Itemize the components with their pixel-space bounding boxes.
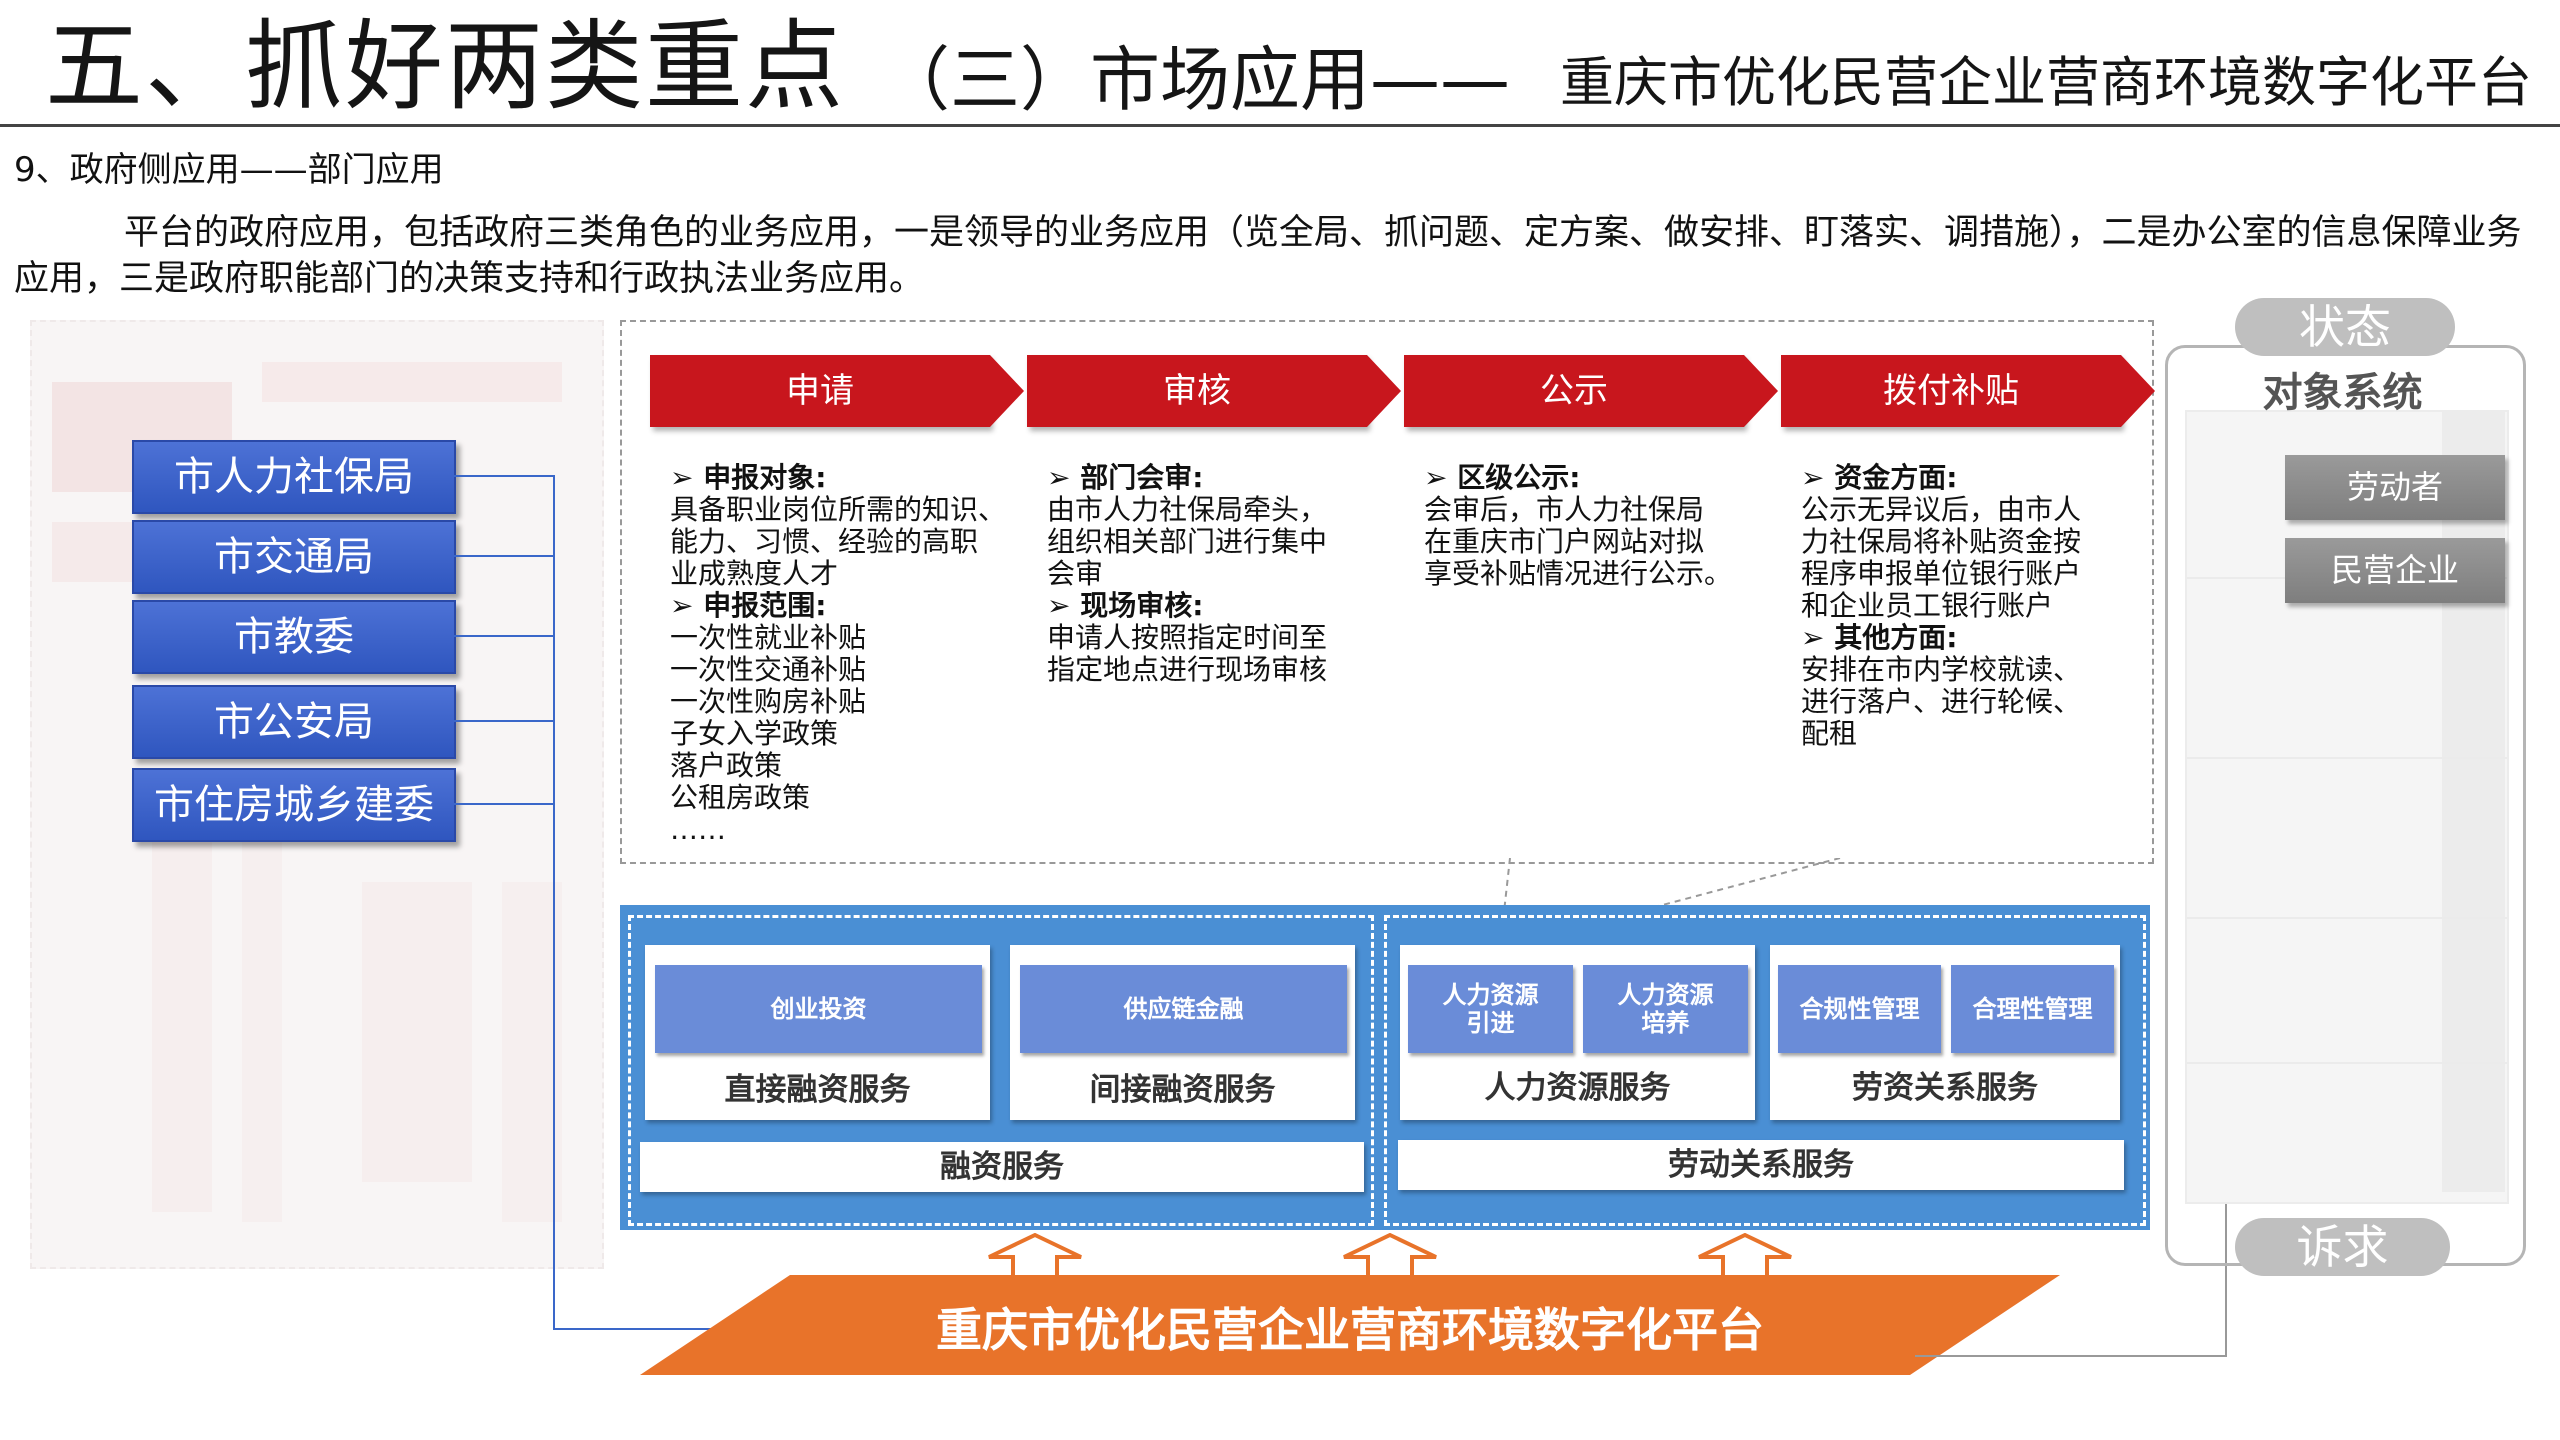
stage-detail-line: 子女入学政策 [670,717,839,750]
stage-apply: 申请 [650,355,1024,427]
stage-detail-line: 一次性就业补贴 [670,621,867,654]
private-enterprise-button[interactable]: 民营企业 [2285,538,2505,603]
stage-detail-line: 公租房政策 [670,781,811,814]
stage-detail-line: 一次性交通补贴 [670,653,867,686]
labor-services-panel [1384,915,2146,1226]
stage-detail-line: 指定地点进行现场审核 [1047,653,1328,686]
section-heading: 9、政府侧应用——部门应用 [14,150,444,190]
stage-detail-line: 业成熟度人才 [670,557,839,590]
stage-review-details: ➢ 部门会审:由市人力社保局牵头，组织相关部门进行集中会审➢ 现场审核:申请人按… [1047,462,1327,686]
page-title: 五、抓好两类重点 [45,10,846,124]
hr-training-tile[interactable]: 人力资源 培养 [1583,965,1748,1053]
connector-line [454,635,554,637]
stage-detail-line: 安排在市内学校就读、 [1801,653,2082,686]
dept-button-education[interactable]: 市教委 [132,600,456,674]
labor-relations-band: 劳动关系服务 [1398,1140,2124,1190]
stage-detail-heading: ➢ 区级公示: [1424,461,1581,494]
stage-detail-line: 落户政策 [670,749,783,782]
appeal-pill: 诉求 [2235,1218,2450,1276]
object-system-title: 对象系统 [2262,370,2423,416]
stage-detail-heading: ➢ 申报范围: [670,589,827,622]
up-arrow-icon [1698,1233,1792,1279]
stage-detail-line: …… [670,813,726,846]
stage-detail-line: 会审后，市人力社保局 [1424,493,1705,526]
dept-button-housing-construction[interactable]: 市住房城乡建委 [132,768,456,842]
financing-services-band: 融资服务 [640,1142,1364,1192]
stage-detail-heading: ➢ 申报对象: [670,461,827,494]
up-arrow-icon [1343,1233,1437,1279]
stage-apply-details: ➢ 申报对象:具备职业岗位所需的知识、能力、习惯、经验的高职业成熟度人才➢ 申报… [670,462,1006,846]
stage-detail-line: 和企业员工银行账户 [1801,589,2054,622]
platform-banner [640,1275,2060,1375]
connector-line [553,1328,768,1330]
platform-banner-label: 重庆市优化民营企业营商环境数字化平台 [936,1303,1764,1357]
stage-review: 审核 [1027,355,1401,427]
stage-detail-line: 享受补贴情况进行公示。 [1424,557,1733,590]
stage-detail-line: 申请人按照指定时间至 [1047,621,1328,654]
stage-detail-line: 由市人力社保局牵头， [1047,493,1328,526]
stage-detail-line: 能力、习惯、经验的高职 [670,525,979,558]
stage-detail-heading: ➢ 现场审核: [1047,589,1204,622]
connector-line [454,720,554,722]
object-system-faded-content [2185,410,2509,1204]
connector-line [553,475,555,1330]
worker-button[interactable]: 劳动者 [2285,455,2505,520]
title-divider [0,124,2560,127]
dept-button-public-security[interactable]: 市公安局 [132,685,456,759]
stage-publicize: 公示 [1404,355,1778,427]
stage-detail-line: 配租 [1801,717,1858,750]
hr-introduction-tile[interactable]: 人力资源 引进 [1408,965,1573,1053]
platform-title: 重庆市优化民营企业营商环境数字化平台 [1560,51,2532,114]
stage-detail-line: 进行落户、进行轮候、 [1801,685,2082,718]
stage-detail-line: 程序申报单位银行账户 [1801,557,2082,590]
stage-publicize-details: ➢ 区级公示:会审后，市人力社保局在重庆市门户网站对拟享受补贴情况进行公示。 [1424,462,1732,590]
compliance-management-tile[interactable]: 合规性管理 [1778,965,1941,1053]
labor-relations-label: 劳资关系服务 [1852,1070,2038,1106]
stage-detail-line: 公示无异议后，由市人 [1801,493,2082,526]
connector-line [454,803,554,805]
rationality-management-tile[interactable]: 合理性管理 [1951,965,2114,1053]
hr-services-label: 人力资源服务 [1484,1070,1671,1106]
dept-button-transport[interactable]: 市交通局 [132,520,456,594]
stage-detail-line: 具备职业岗位所需的知识、 [670,493,1007,526]
connector-line [1915,1355,2227,1357]
stage-detail-line: 组织相关部门进行集中 [1047,525,1328,558]
indirect-financing-label: 间接融资服务 [1089,1072,1276,1108]
finance-services-panel [628,915,1374,1226]
stage-detail-line: 会审 [1047,557,1104,590]
intro-paragraph: 平台的政府应用，包括政府三类角色的业务应用，一是领导的业务应用（览全局、抓问题、… [14,213,2522,299]
direct-financing-label: 直接融资服务 [724,1072,911,1108]
stage-detail-line: 力社保局将补贴资金按 [1801,525,2082,558]
connector-line [454,475,554,477]
stage-detail-line: 一次性购房补贴 [670,685,867,718]
stage-detail-line: 在重庆市门户网站对拟 [1424,525,1705,558]
supply-chain-finance-tile[interactable]: 供应链金融 [1020,965,1347,1053]
callout-pointer [1499,858,1841,949]
stage-detail-heading: ➢ 其他方面: [1801,621,1958,654]
venture-investment-tile[interactable]: 创业投资 [655,965,982,1053]
up-arrow-icon [988,1233,1082,1279]
status-pill: 状态 [2235,298,2455,356]
stage-subsidy-payment: 拨付补贴 [1781,355,2155,427]
stage-subsidy-details: ➢ 资金方面:公示无异议后，由市人力社保局将补贴资金按程序申报单位银行账户和企业… [1801,462,2081,750]
page-subtitle: （三）市场应用—— [880,39,1510,121]
stage-detail-heading: ➢ 部门会审: [1047,461,1204,494]
connector-line [454,555,554,557]
dept-button-hr-social-security[interactable]: 市人力社保局 [132,440,456,514]
stage-detail-heading: ➢ 资金方面: [1801,461,1958,494]
